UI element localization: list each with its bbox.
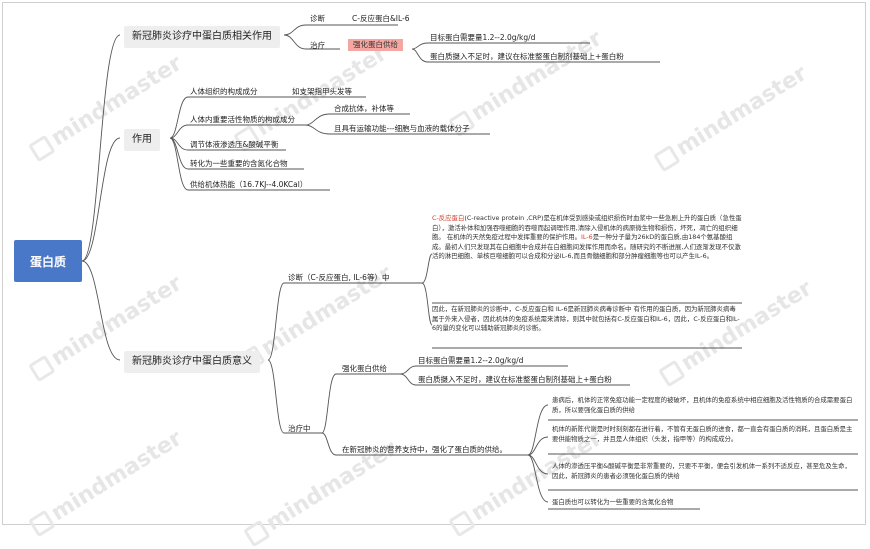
link-b3-nutrition — [321, 432, 528, 456]
b3-supply-label[interactable]: 强化蛋白供给 — [342, 364, 387, 373]
b1-treatment-tag[interactable]: 强化蛋白供给 — [348, 39, 403, 51]
b2-item-1-sub-1[interactable]: 如支架指甲头发等 — [292, 87, 352, 96]
b2-item-1[interactable]: 人体组织的构成成分 — [190, 87, 258, 96]
link-b1-treatment — [283, 34, 340, 50]
b2-item-2-sub-2[interactable]: 且具有运输功能---细胞与血液的载体分子 — [334, 124, 470, 133]
link-b3-diagnosis — [267, 282, 422, 361]
il6-term: IL-6 — [581, 233, 593, 242]
link-root-branch2 — [81, 137, 121, 262]
b1-treatment-label[interactable]: 治疗 — [310, 41, 325, 50]
branch2-topic[interactable]: 作用 — [124, 129, 160, 151]
b3-nutrition-item-2[interactable]: 机体的新陈代谢是时时刻刻都在进行着，不管有无蛋白质的进食，都一直会有蛋白质的消耗… — [552, 425, 853, 443]
link-b2-item2-sub1 — [304, 113, 410, 126]
link-b3-supply-item2 — [399, 373, 630, 386]
para1-text-a: (C-reactive protein ,CRP)是在机体受到感染或组织损伤时血… — [432, 214, 742, 242]
b3-nutrition-label[interactable]: 在新冠肺炎的营养支持中，强化了蛋白质的供给。 — [342, 445, 507, 454]
b3-nutrition-item-3[interactable]: 人体的渗透压平衡&酸碱平衡是非常重要的，只要不平衡，便会引发机体一系列不适反应，… — [552, 462, 851, 480]
b2-item-3[interactable]: 调节体液渗透压&酸碱平衡 — [190, 140, 279, 149]
b2-item-2[interactable]: 人体内重要活性物质的构成成分 — [190, 115, 295, 124]
b1-treatment-item-2[interactable]: 蛋白质摄入不足时，建议在标准整蛋白制剂基础上+蛋白粉 — [430, 52, 624, 61]
para1-text-b: 是一种分子量为26kD的蛋白质,由184个氨基酸组成。最初人们只发现其在白细胞中… — [432, 233, 741, 261]
b1-diagnosis-label[interactable]: 诊断 — [310, 14, 325, 23]
link-b2-item2-sub2 — [304, 124, 490, 135]
b3-supply-item-1[interactable]: 目标蛋白需要量1.2--2.0g/kg/d — [418, 356, 524, 365]
connector-lines — [81, 24, 858, 510]
b2-item-5[interactable]: 供给机体热能（16.7KJ--4.0KCal） — [190, 180, 308, 189]
link-b3-treatment — [267, 359, 322, 434]
b1-treatment-item-1[interactable]: 目标蛋白需要量1.2--2.0g/kg/d — [430, 33, 536, 42]
canvas-frame — [2, 2, 866, 525]
link-b1-item2 — [411, 48, 660, 63]
link-b3-supply-item1 — [399, 365, 568, 375]
link-root-branch3 — [81, 260, 121, 361]
crp-term: C-反应蛋白 — [432, 214, 465, 222]
branch3-topic[interactable]: 新冠肺炎诊疗中蛋白质意义 — [124, 351, 260, 373]
link-b3-supply — [321, 373, 400, 434]
link-b1-item1 — [411, 42, 590, 50]
b3-supply-item-2[interactable]: 蛋白质摄入不足时，建议在标准整蛋白制剂基础上+蛋白粉 — [418, 375, 612, 384]
b3-diagnosis-para-2[interactable]: 因此，在新冠肺炎的诊断中，C-反应蛋白和 IL-6是新冠肺炎病毒诊断中 有作用的… — [432, 305, 740, 333]
link-b3-nut-item1 — [527, 404, 549, 456]
branch3-title: 新冠肺炎诊疗中蛋白质意义 — [132, 356, 252, 367]
b3-diagnosis-para-1[interactable]: C-反应蛋白(C-reactive protein ,CRP)是在机体受到感染或… — [432, 214, 742, 262]
root-label: 蛋白质 — [29, 254, 66, 269]
link-b1-diagnosis — [283, 24, 398, 36]
link-b2-item2 — [169, 124, 305, 139]
b2-item-2-sub-1[interactable]: 合成抗体，补体等 — [334, 104, 394, 113]
link-b2-item1 — [169, 96, 268, 139]
branch1-topic[interactable]: 新冠肺炎诊疗中蛋白质相关作用 — [124, 26, 280, 48]
b2-item-4[interactable]: 转化为一些重要的含氮化合物 — [190, 159, 288, 168]
link-b3-para1 — [421, 253, 433, 284]
b1-diagnosis-value[interactable]: C-反应蛋白&IL-6 — [352, 14, 410, 23]
link-root-branch1 — [81, 34, 121, 262]
b3-nutrition-item-1[interactable]: 患病后，机体的正常免疫功能一定程度的被破坏，且机体的免疫系统中相应细胞及活性物质… — [552, 396, 853, 414]
b3-diagnosis-label[interactable]: 诊断（C-反应蛋白, IL-6等）中 — [288, 273, 390, 282]
branch2-title: 作用 — [132, 134, 152, 145]
b3-treatment-label[interactable]: 治疗中 — [288, 424, 311, 433]
root-topic[interactable]: 蛋白质 — [14, 240, 82, 282]
b3-nutrition-item-4[interactable]: 蛋白质也可以转化为一些重要的含氮化合物 — [552, 498, 674, 506]
link-b3-para2 — [421, 282, 433, 326]
link-b3-nut-item2 — [527, 436, 549, 456]
link-b3-nut-item4 — [527, 454, 549, 503]
branch1-title: 新冠肺炎诊疗中蛋白质相关作用 — [132, 31, 272, 42]
link-b2-item5 — [169, 137, 330, 191]
